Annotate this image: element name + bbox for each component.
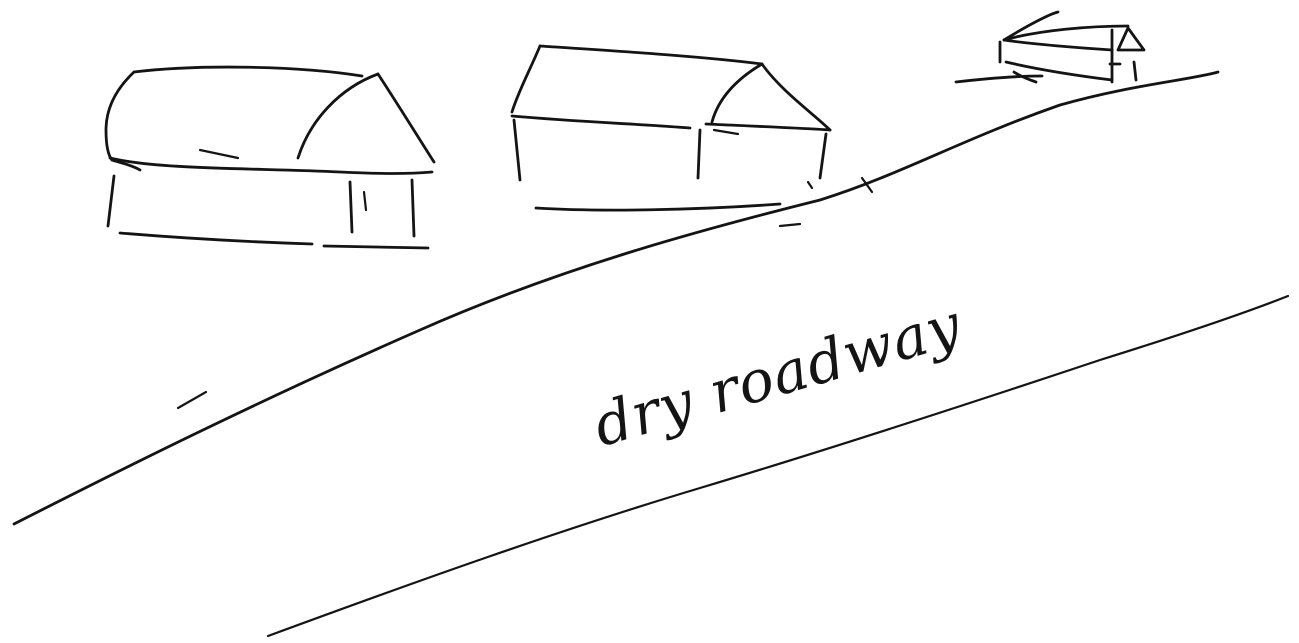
- road-edge-mark: [780, 224, 800, 226]
- house-small: [956, 12, 1144, 82]
- stray-stroke: [178, 392, 206, 408]
- house-left: [106, 67, 434, 248]
- house-middle: [512, 46, 830, 210]
